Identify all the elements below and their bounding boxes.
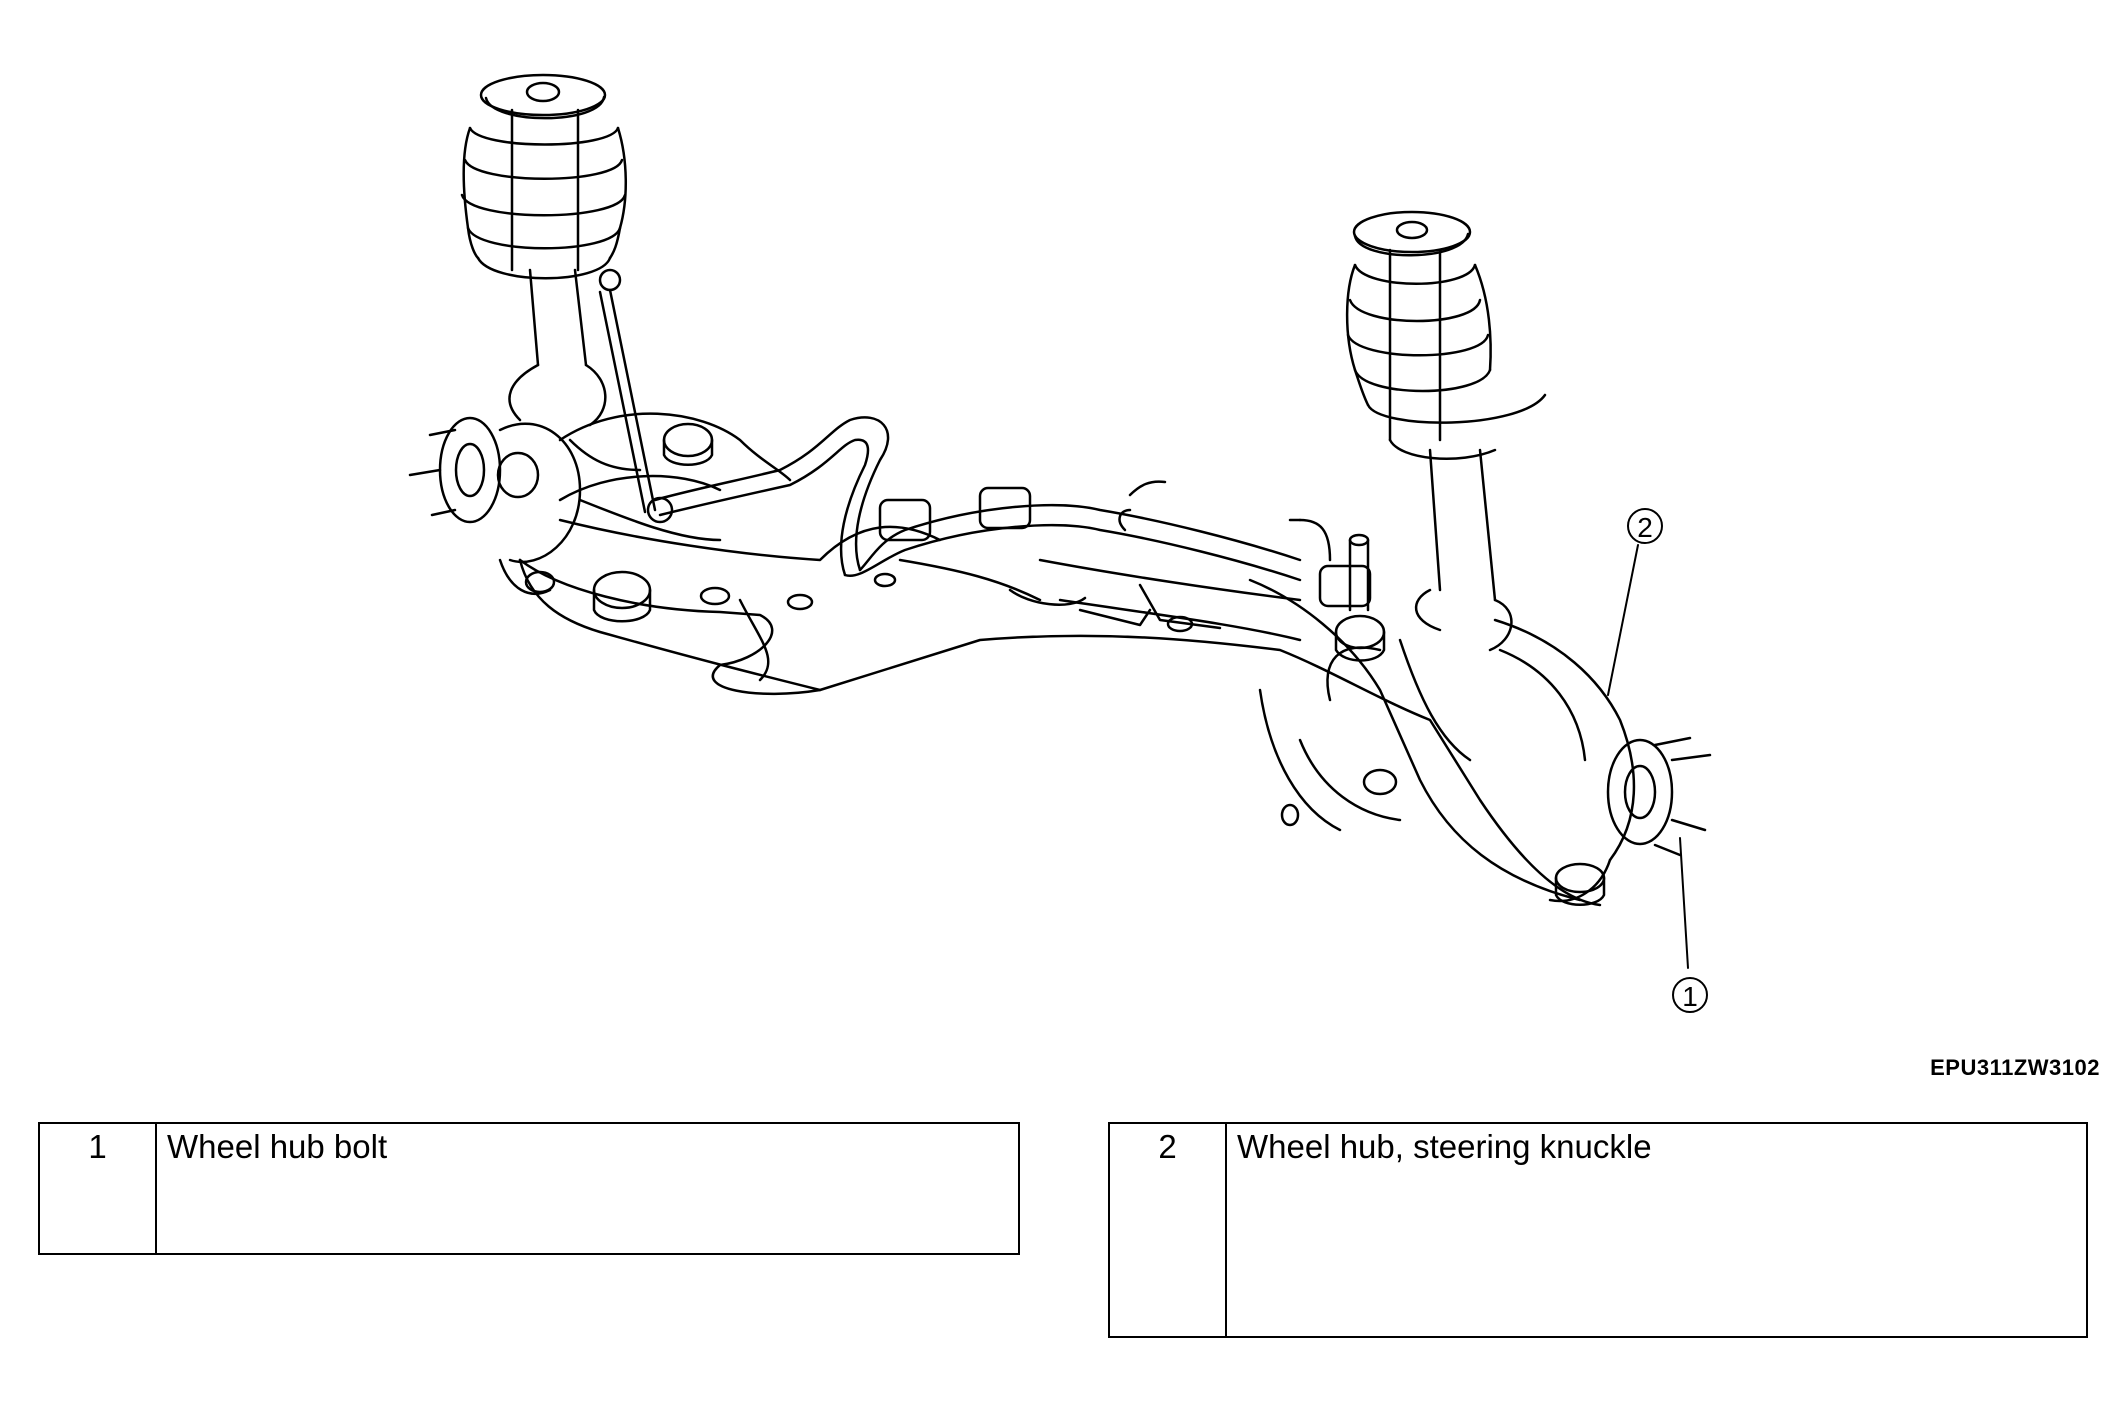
stabilizer-bar [653,416,1372,608]
table-row: 2 Wheel hub, steering knuckle [1108,1122,2088,1338]
legend-table-2: 2 Wheel hub, steering knuckle [1108,1122,2088,1338]
right-knuckle-hub [1326,614,1712,906]
callout-2-number: 2 [1637,512,1653,543]
callout-2 [1607,508,1663,696]
legend-description: Wheel hub, steering knuckle [1225,1122,2088,1338]
right-strut [1345,210,1547,652]
legend-number: 2 [1108,1122,1227,1338]
left-strut [460,73,674,524]
crossmember [518,518,1602,907]
table-row: 1 Wheel hub bolt [38,1122,1020,1255]
left-knuckle-hub [408,416,722,595]
legend-description: Wheel hub bolt [155,1122,1020,1255]
diagram-document-code: EPU311ZW3102 [1930,1055,2100,1080]
callout-1-number: 1 [1682,981,1698,1012]
legend-table-1: 1 Wheel hub bolt [38,1122,1020,1255]
left-lower-arm [558,412,792,623]
steering-pipes [1118,480,1370,612]
callout-1 [1672,837,1708,1013]
legend-number: 1 [38,1122,157,1255]
